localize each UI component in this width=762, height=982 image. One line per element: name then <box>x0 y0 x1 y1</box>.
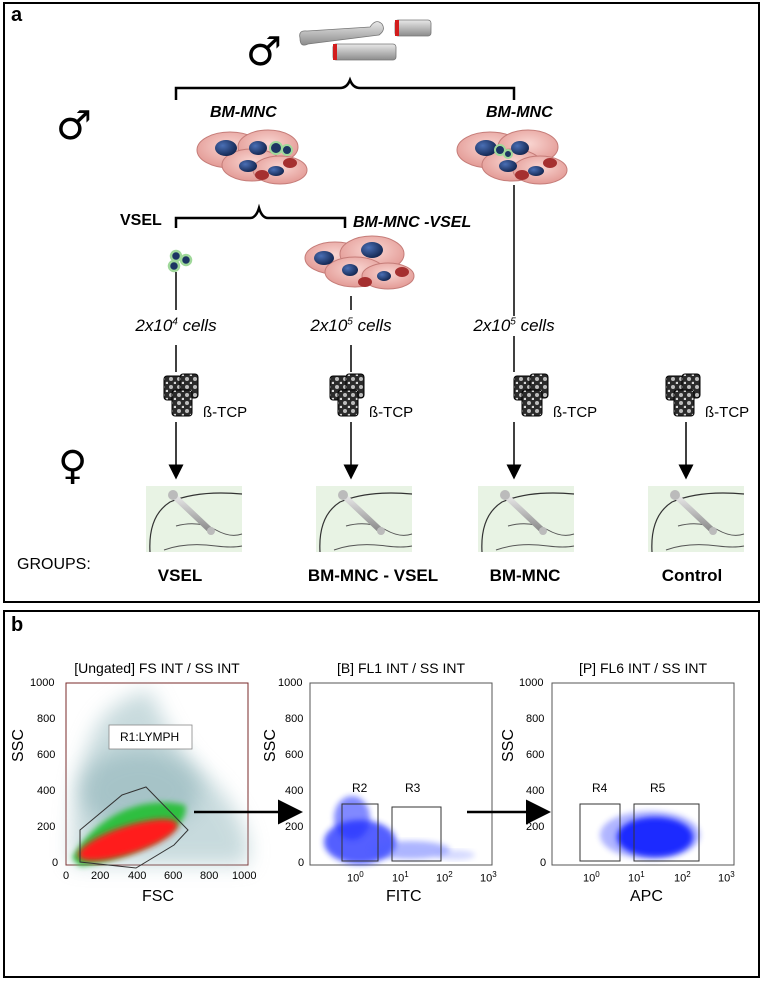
plot2-ytick: 1000 <box>278 677 303 689</box>
panel-b-label: b <box>11 614 24 636</box>
plot3-ylabel: SSC <box>500 729 517 762</box>
plot2-xtick: 100 <box>347 870 364 885</box>
male-symbol-top: ♂ <box>246 29 282 75</box>
plot2-ytick: 600 <box>285 749 304 761</box>
plot3-ytick: 0 <box>540 857 547 869</box>
plot3-xlabel: APC <box>630 888 663 905</box>
plot3-ytick: 1000 <box>519 677 544 689</box>
vsel-cells <box>167 249 193 273</box>
panel-a-label: a <box>11 4 23 26</box>
plot2-ytick: 0 <box>298 857 305 869</box>
cell-count-bm-mnc-vsel: 2x105 cells <box>307 316 395 336</box>
plot1-ylabel: SSC <box>10 729 27 762</box>
bm-mnc-vsel-cells <box>304 235 415 290</box>
group-control: Control <box>661 566 723 585</box>
gate-r4: R4 <box>592 781 608 795</box>
plot1-ytick: 200 <box>37 821 56 833</box>
plot1-xtick: 0 <box>63 870 70 882</box>
plot2-xtick: 103 <box>480 870 497 885</box>
groups-label: GROUPS: <box>17 556 91 573</box>
bm-mnc-right-label: BM-MNC <box>486 104 553 121</box>
plot2-xtick: 102 <box>436 870 453 885</box>
plot3-ytick: 800 <box>526 713 545 725</box>
tcp-label-4: ß-TCP <box>705 404 750 421</box>
male-symbol-side: ♂ <box>56 103 92 149</box>
plot3-ytick: 400 <box>526 785 545 797</box>
gate-r3: R3 <box>405 781 421 795</box>
group-bm-mnc: BM-MNC <box>489 566 561 585</box>
bm-mnc-cells-left <box>196 129 308 185</box>
plot-ungated <box>65 682 249 869</box>
cell-count-bm-mnc: 2x105 cells <box>470 316 558 336</box>
tcp-label-2: ß-TCP <box>369 404 414 421</box>
split-brace <box>174 203 347 228</box>
plot3-ytick: 200 <box>526 821 545 833</box>
plot1-title: [Ungated] FS INT / SS INT <box>74 660 240 676</box>
top-brace <box>174 76 516 100</box>
gate-r1-lymph: R1:LYMPH <box>120 730 180 744</box>
plot2-ytick: 200 <box>285 821 304 833</box>
gate-r2: R2 <box>352 781 368 795</box>
tcp-label-1: ß-TCP <box>203 404 248 421</box>
cell-count-vsel: 2x104 cells <box>132 316 220 336</box>
plot2-ytick: 800 <box>285 713 304 725</box>
bm-mnc-left-label: BM-MNC <box>210 104 277 121</box>
plot3-xtick: 100 <box>583 870 600 885</box>
plot2-ytick: 400 <box>285 785 304 797</box>
bm-mnc-vsel-branch-label: BM-MNC -VSEL <box>353 214 472 231</box>
plot2-ylabel: SSC <box>262 729 279 762</box>
plot1-xtick: 200 <box>91 870 110 882</box>
group-vsel: VSEL <box>157 566 203 585</box>
plot2-title: [B] FL1 INT / SS INT <box>336 660 466 676</box>
plot-apc <box>551 682 735 866</box>
plot1-ytick: 600 <box>37 749 56 761</box>
tcp-scaffolds <box>163 373 701 417</box>
plot1-ytick: 400 <box>37 785 56 797</box>
plot3-xtick: 103 <box>718 870 735 885</box>
plot3-title: [P] FL6 INT / SS INT <box>578 660 708 676</box>
plot3-xtick: 101 <box>628 870 645 885</box>
plot1-xtick: 800 <box>200 870 219 882</box>
plot1-ytick: 800 <box>37 713 56 725</box>
plot3-xtick: 102 <box>674 870 691 885</box>
plot1-xtick: 400 <box>128 870 147 882</box>
tcp-label-3: ß-TCP <box>553 404 598 421</box>
bm-mnc-cells-right <box>456 129 568 185</box>
plot1-xtick: 600 <box>164 870 183 882</box>
plot2-xtick: 101 <box>392 870 409 885</box>
donor-bones <box>299 19 432 61</box>
plot2-xlabel: FITC <box>386 888 422 905</box>
vsel-branch-label: VSEL <box>120 212 162 229</box>
plot1-ytick: 1000 <box>30 677 55 689</box>
plot3-ytick: 600 <box>526 749 545 761</box>
plot1-xtick: 1000 <box>232 870 257 882</box>
gate-r5: R5 <box>650 781 666 795</box>
female-symbol: ♀ <box>58 443 88 489</box>
plot1-xlabel: FSC <box>142 888 174 905</box>
plot-fitc <box>309 682 493 866</box>
group-bm-mnc-vsel: BM-MNC - VSEL <box>307 566 439 585</box>
recipient-mice <box>146 486 745 553</box>
plot1-ytick: 0 <box>52 857 59 869</box>
